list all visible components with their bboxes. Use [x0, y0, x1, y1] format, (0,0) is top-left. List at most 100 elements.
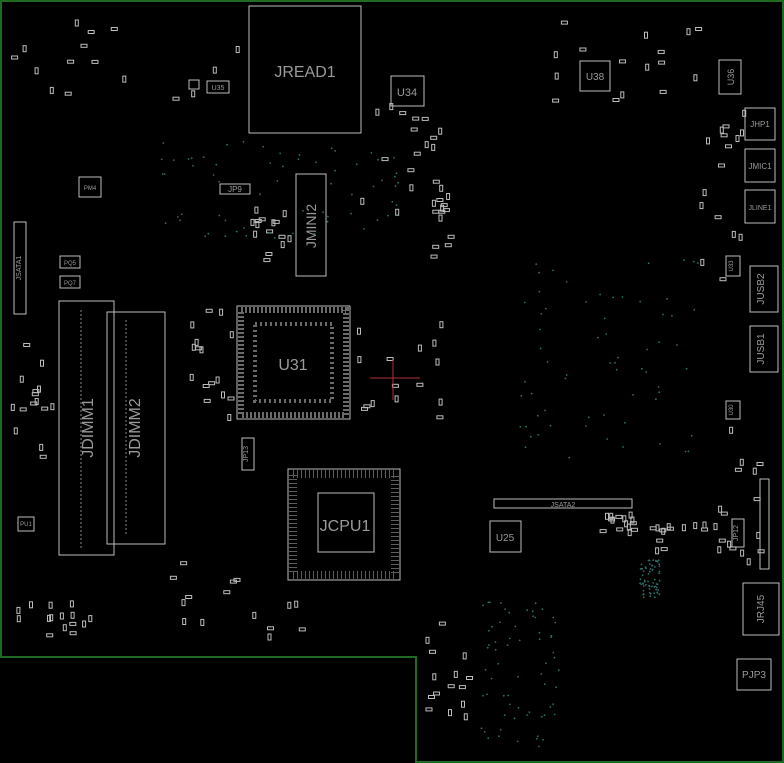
via: [597, 336, 599, 339]
passive-part: [631, 527, 638, 532]
passive-part: [622, 515, 627, 523]
passive-part: [278, 234, 286, 239]
via: [224, 235, 227, 238]
jdimm1-slot[interactable]: JDIMM1: [58, 300, 115, 556]
via: [538, 290, 541, 293]
jhp1-connector[interactable]: JHP1: [744, 107, 776, 141]
jmic1-connector[interactable]: JMIC1: [744, 148, 776, 183]
pq7-component[interactable]: PQ7: [59, 275, 81, 289]
via: [391, 200, 394, 203]
passive-part: [82, 620, 87, 628]
via: [526, 714, 529, 716]
passive-part: [219, 308, 224, 316]
passive-part: [693, 74, 698, 82]
passive-part: [644, 31, 648, 39]
passive-part: [254, 219, 262, 223]
passive-part: [599, 529, 607, 534]
passive-part: [740, 549, 745, 557]
jline1-label: JLINE1: [749, 205, 772, 212]
jline1-connector[interactable]: JLINE1: [744, 189, 776, 224]
via: [180, 213, 183, 216]
passive-part: [272, 219, 280, 224]
via: [297, 158, 300, 161]
via: [692, 260, 695, 263]
via: [172, 159, 175, 162]
jdimm2-slot[interactable]: JDIMM2: [106, 311, 166, 545]
via: [482, 604, 484, 607]
pjp3-connector[interactable]: PJP3: [736, 658, 772, 691]
passive-part: [430, 254, 438, 259]
u34-component[interactable]: U34: [390, 75, 425, 107]
passive-part: [59, 612, 64, 620]
jp9-jumper[interactable]: JP9: [219, 183, 251, 195]
passive-part: [714, 215, 722, 220]
jusb1-label: JUSB1: [756, 333, 767, 365]
via: [351, 193, 353, 196]
jread1-component[interactable]: JREAD1: [248, 5, 362, 134]
passive-part: [615, 514, 623, 519]
via: [494, 641, 497, 643]
passive-part: [221, 391, 225, 399]
via: [497, 662, 499, 665]
via: [656, 583, 659, 586]
via: [549, 706, 552, 708]
jmini2-connector[interactable]: JMINI2: [295, 173, 327, 277]
passive-part: [74, 19, 79, 27]
via: [486, 646, 489, 649]
via: [539, 347, 542, 350]
via: [640, 563, 643, 566]
passive-part: [425, 707, 433, 712]
passive-part: [702, 189, 707, 197]
passive-part: [753, 497, 761, 502]
u35-component[interactable]: U35: [188, 79, 230, 94]
via: [684, 450, 687, 453]
u36-component[interactable]: U36: [718, 59, 742, 95]
jp12-jumper[interactable]: JP12: [731, 518, 745, 548]
passive-part: [686, 28, 691, 36]
via: [372, 185, 375, 188]
passive-part: [69, 621, 77, 626]
passive-part: [11, 55, 19, 60]
jsata1-connector[interactable]: JSATA1: [13, 221, 27, 315]
jusb1-connector[interactable]: JUSB1: [749, 325, 779, 373]
jusb2-connector[interactable]: JUSB2: [749, 265, 779, 313]
u25-component[interactable]: U25: [489, 520, 522, 553]
jcpu1-socket[interactable]: JCPU1: [287, 468, 401, 581]
via: [603, 414, 605, 416]
via: [514, 625, 517, 628]
via: [687, 450, 690, 453]
pq5-component[interactable]: PQ5: [59, 255, 81, 269]
pm4-label: PM4: [84, 186, 97, 192]
pm4-component[interactable]: PM4: [78, 176, 102, 198]
via: [262, 145, 265, 148]
via: [648, 588, 651, 590]
pu1-component[interactable]: PU1: [17, 516, 35, 532]
via: [655, 398, 657, 401]
via: [612, 296, 614, 299]
via: [643, 579, 646, 582]
jp13-jumper[interactable]: JP13: [241, 437, 255, 471]
passive-part: [360, 197, 365, 205]
via: [363, 228, 365, 230]
via: [609, 362, 611, 364]
passive-part: [227, 396, 235, 401]
u30-component[interactable]: U30: [725, 400, 741, 420]
passive-part: [458, 685, 466, 690]
passive-part: [695, 27, 703, 31]
passive-part: [681, 524, 686, 532]
jrj45-connector[interactable]: JRJ45: [742, 582, 780, 636]
u33-component[interactable]: U33: [725, 255, 741, 277]
via: [538, 271, 540, 274]
jsata2-connector[interactable]: JSATA2: [493, 498, 633, 509]
u38-component[interactable]: U38: [579, 60, 611, 92]
via: [676, 344, 678, 346]
passive-part: [446, 193, 451, 200]
via: [606, 438, 609, 440]
via: [508, 637, 511, 640]
passive-part: [267, 626, 274, 631]
passive-part: [16, 606, 21, 614]
via: [649, 595, 652, 598]
jp12-label: JP12: [733, 525, 740, 541]
via: [640, 583, 643, 586]
u31-chipset[interactable]: U31: [236, 305, 351, 420]
